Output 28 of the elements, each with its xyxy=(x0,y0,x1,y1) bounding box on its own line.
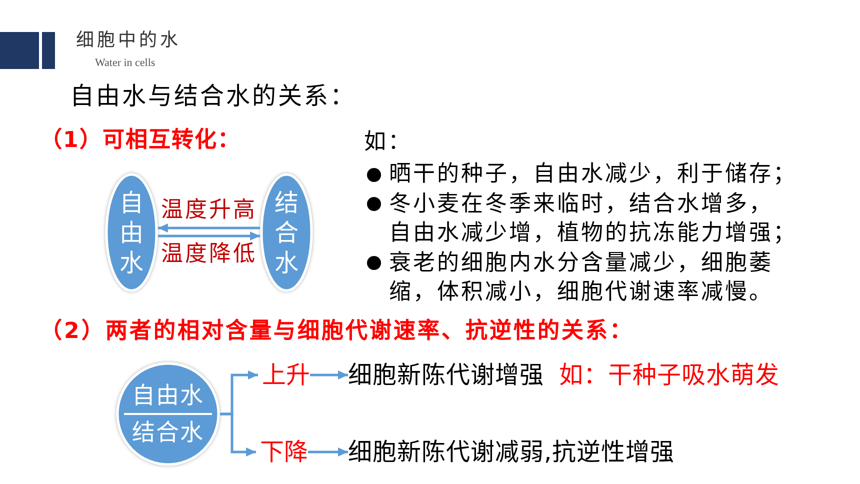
slide-title: 细胞中的水 xyxy=(76,30,181,52)
node-text: 结合水 xyxy=(132,418,204,446)
bullet-text: 晒干的种子，自由水减少，利于储存； xyxy=(389,161,798,189)
ellipse-node xyxy=(105,173,158,292)
node-text: 结合水 xyxy=(274,188,298,278)
edge-label: 温度升高 xyxy=(161,198,257,224)
node-text: 自由水 xyxy=(120,188,144,278)
arrow xyxy=(308,448,348,456)
section-heading: 自由水与结合水的关系： xyxy=(70,82,356,110)
example-text: 如：干种子吸水萌发 xyxy=(559,361,780,389)
arrow xyxy=(158,232,260,240)
arrow xyxy=(220,412,256,456)
subheading: （2）两者的相对含量与细胞代谢速率、抗逆性的关系： xyxy=(40,319,634,345)
arrow xyxy=(310,370,348,380)
example-intro: 如： xyxy=(364,129,412,157)
arrow xyxy=(158,224,260,232)
effect-text: 细胞新陈代谢减弱,抗逆性增强 xyxy=(348,438,675,466)
circle-node xyxy=(116,362,220,466)
effect-text: 细胞新陈代谢增强 xyxy=(348,361,544,389)
edge-label: 温度降低 xyxy=(161,242,257,268)
ellipse-node xyxy=(260,173,313,292)
node-text: 自由水 xyxy=(132,382,204,410)
bullet-text: 衰老的细胞内水分含量减少，细胞萎缩，体积减小，细胞代谢速率减慢。 xyxy=(389,250,774,307)
trend-label: 下降 xyxy=(256,438,308,466)
trend-label: 上升 xyxy=(258,361,310,389)
bullet-text: 冬小麦在冬季来临时，结合水增多，自由水减少增，植物的抗冻能力增强； xyxy=(389,190,798,248)
subheading: （1）可相互转化： xyxy=(40,128,240,154)
subtitle-text: Water in cells xyxy=(95,57,156,70)
